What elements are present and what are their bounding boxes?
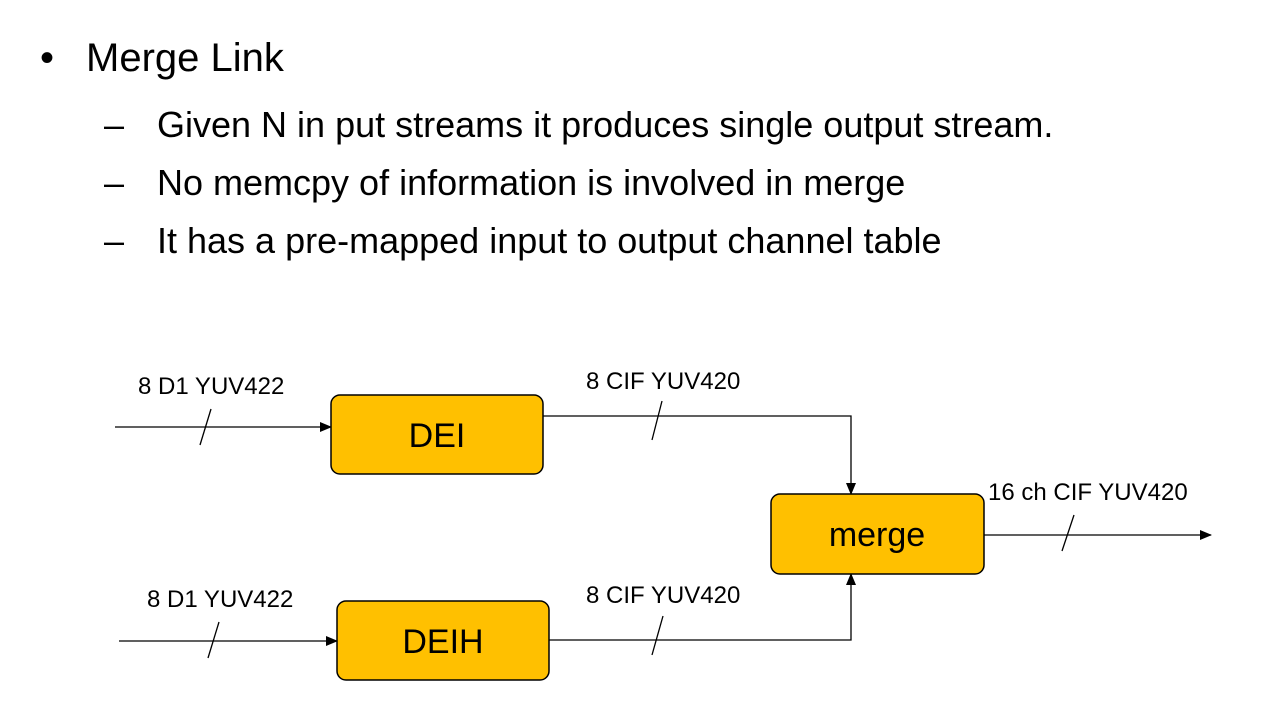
input-bottom-label: 8 D1 YUV422: [147, 586, 293, 613]
sub-point-2: –No memcpy of information is involved in…: [104, 154, 1053, 212]
heading-merge-link: • Merge Link: [40, 34, 284, 82]
bullet-marker: •: [40, 36, 55, 80]
deih-to-merge-label: 8 CIF YUV420: [586, 582, 740, 609]
sub-point-3: –It has a pre-mapped input to output cha…: [104, 212, 1053, 270]
dash-marker: –: [104, 104, 125, 145]
merge-label: merge: [829, 516, 925, 554]
dash-marker: –: [104, 162, 125, 203]
sub-point-1: –Given N in put streams it produces sing…: [104, 96, 1053, 154]
dash-marker: –: [104, 220, 125, 261]
heading-text: Merge Link: [86, 36, 284, 80]
dei-to-merge-arrow: [543, 415, 856, 495]
sub-point-text: It has a pre-mapped input to output chan…: [157, 220, 942, 261]
output-slash: [1061, 514, 1075, 552]
input-top-label: 8 D1 YUV422: [138, 373, 284, 400]
deih-to-merge-slash: [651, 615, 664, 656]
input-bottom-slash: [207, 621, 220, 659]
deih-label: DEIH: [402, 623, 483, 661]
dei-box: [330, 394, 544, 475]
deih-to-merge-arrow: [549, 573, 856, 641]
dei-label: DEI: [409, 417, 466, 455]
dei-to-merge-slash: [651, 400, 663, 441]
sub-point-list: –Given N in put streams it produces sing…: [104, 96, 1053, 270]
output-label: 16 ch CIF YUV420: [988, 479, 1188, 506]
merge-box: [770, 493, 985, 575]
input-top-slash: [199, 408, 212, 446]
sub-point-text: Given N in put streams it produces singl…: [157, 104, 1054, 145]
dei-to-merge-label: 8 CIF YUV420: [586, 368, 740, 395]
sub-point-text: No memcpy of information is involved in …: [157, 162, 906, 203]
